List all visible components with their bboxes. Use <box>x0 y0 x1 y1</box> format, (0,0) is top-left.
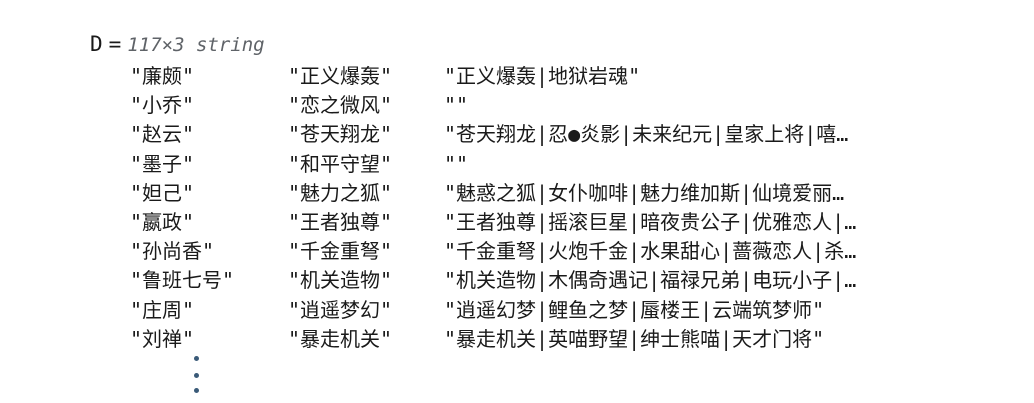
skin-list-cell: "苍天翔龙|忍●炎影|未来纪元|皇家上将|嘻… <box>444 122 849 147</box>
default-skin-cell: "王者独尊" <box>288 209 393 234</box>
skin-list-cell: "" <box>444 151 469 176</box>
skin-list-cell: "逍遥幻梦|鲤鱼之梦|蜃楼王|云端筑梦师" <box>444 297 825 322</box>
default-skin-cell: "千金重弩" <box>288 239 393 264</box>
hero-name-cell: "小乔" <box>130 93 195 118</box>
hero-name-cell: "赵云" <box>130 122 195 147</box>
default-skin-cell: "逍遥梦幻" <box>288 297 393 322</box>
array-row: "孙尚香" "千金重弩" "千金重弩|火炮千金|水果甜心|蔷薇恋人|杀… <box>0 237 1034 266</box>
hero-name-cell: "妲己" <box>130 180 195 205</box>
variable-header: D=117×3 string <box>90 30 265 59</box>
array-row: "嬴政" "王者独尊" "王者独尊|摇滚巨星|暗夜贵公子|优雅恋人|… <box>0 208 1034 237</box>
default-skin-cell: "苍天翔龙" <box>288 122 393 147</box>
variable-name: D <box>90 32 103 56</box>
hero-name-cell: "嬴政" <box>130 209 195 234</box>
array-row: "小乔" "恋之微风" "" <box>0 91 1034 120</box>
skin-list-cell: "机关造物|木偶奇遇记|福禄兄弟|电玩小子|… <box>444 268 857 293</box>
array-row: "墨子" "和平守望" "" <box>0 150 1034 179</box>
skin-list-cell: "暴走机关|英喵野望|绅士熊喵|天才门将" <box>444 326 825 351</box>
skin-list-cell: "千金重弩|火炮千金|水果甜心|蔷薇恋人|杀… <box>444 239 857 264</box>
array-row: "鲁班七号" "机关造物" "机关造物|木偶奇遇记|福禄兄弟|电玩小子|… <box>0 266 1034 295</box>
array-row: "庄周" "逍遥梦幻" "逍遥幻梦|鲤鱼之梦|蜃楼王|云端筑梦师" <box>0 296 1034 325</box>
default-skin-cell: "机关造物" <box>288 268 393 293</box>
skin-list-cell: "" <box>444 93 469 118</box>
skin-list-cell: "魅惑之狐|女仆咖啡|魅力维加斯|仙境爱丽… <box>444 180 845 205</box>
hero-name-cell: "廉颇" <box>130 64 195 88</box>
array-row: "妲己" "魅力之狐" "魅惑之狐|女仆咖啡|魅力维加斯|仙境爱丽… <box>0 179 1034 208</box>
hero-name-cell: "庄周" <box>130 297 195 322</box>
array-row: "廉颇" "正义爆轰" "正义爆轰|地狱岩魂" <box>0 62 1034 91</box>
array-row: "赵云" "苍天翔龙" "苍天翔龙|忍●炎影|未来纪元|皇家上将|嘻… <box>0 120 1034 149</box>
vertical-ellipsis-icon <box>190 350 204 398</box>
hero-name-cell: "墨子" <box>130 151 195 176</box>
array-rows: "廉颇" "正义爆轰" "正义爆轰|地狱岩魂" "小乔" "恋之微风" "" "… <box>0 62 1034 354</box>
default-skin-cell: "恋之微风" <box>288 93 393 118</box>
default-skin-cell: "和平守望" <box>288 151 393 176</box>
skin-list-cell: "王者独尊|摇滚巨星|暗夜贵公子|优雅恋人|… <box>444 209 857 234</box>
default-skin-cell: "暴走机关" <box>288 326 393 351</box>
skin-list-cell: "正义爆轰|地狱岩魂" <box>444 64 641 88</box>
hero-name-cell: "鲁班七号" <box>130 268 235 293</box>
default-skin-cell: "魅力之狐" <box>288 180 393 205</box>
equals-sign: = <box>108 32 122 56</box>
ellipsis-dot <box>194 356 199 361</box>
default-skin-cell: "正义爆轰" <box>288 64 393 88</box>
hero-name-cell: "孙尚香" <box>130 239 215 264</box>
ellipsis-dot <box>194 388 199 393</box>
array-row: "刘禅" "暴走机关" "暴走机关|英喵野望|绅士熊喵|天才门将" <box>0 325 1034 354</box>
hero-name-cell: "刘禅" <box>130 326 195 351</box>
array-dimensions: 117×3 string <box>127 34 265 56</box>
ellipsis-dot <box>194 373 199 378</box>
